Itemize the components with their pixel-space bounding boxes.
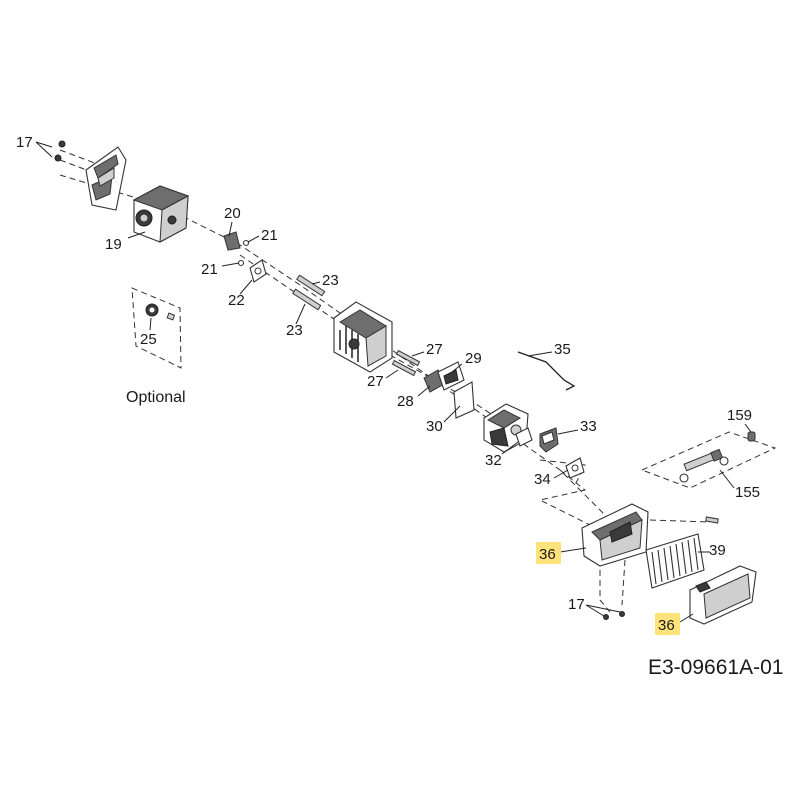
highlight-36-lower bbox=[655, 613, 680, 635]
part-19-muffler bbox=[132, 185, 190, 243]
part-20-bracket bbox=[223, 231, 241, 251]
part-21-nuts bbox=[237, 239, 250, 267]
callout-25: 25 bbox=[140, 331, 157, 348]
part-33-elbow bbox=[539, 427, 559, 453]
part-27-studs bbox=[391, 349, 421, 377]
part-22-gasket bbox=[249, 259, 267, 283]
callout-32: 32 bbox=[485, 452, 502, 469]
optional-label: Optional bbox=[126, 389, 186, 406]
part-36-air-filter-cover bbox=[689, 565, 757, 625]
part-carburetor bbox=[483, 403, 529, 453]
part-32-gasket bbox=[515, 427, 533, 447]
callout-29: 29 bbox=[465, 350, 482, 367]
optional-part-box bbox=[131, 287, 182, 369]
callout-19: 19 bbox=[105, 236, 122, 253]
diagram-id: E3-09661A-01 bbox=[648, 656, 783, 679]
part-17-screws-bottom bbox=[603, 611, 625, 620]
part-23-studs bbox=[292, 274, 326, 311]
callout-labels: 17 19 20 21 21 22 23 23 25 Optional 27 2… bbox=[16, 134, 760, 634]
part-25-seal bbox=[145, 303, 176, 321]
callout-155: 155 bbox=[735, 484, 760, 501]
part-17-screws-top bbox=[54, 140, 66, 162]
callout-36-upper: 36 bbox=[539, 546, 556, 563]
callout-35: 35 bbox=[554, 341, 571, 358]
callout-159: 159 bbox=[727, 407, 752, 424]
callout-23-upper: 23 bbox=[322, 272, 339, 289]
callout-33: 33 bbox=[580, 418, 597, 435]
callout-20: 20 bbox=[224, 205, 241, 222]
callout-21-upper: 21 bbox=[261, 227, 278, 244]
callout-34: 34 bbox=[534, 471, 551, 488]
callout-39: 39 bbox=[709, 542, 726, 559]
leader-lines bbox=[35, 141, 752, 623]
part-36-air-filter-base bbox=[581, 503, 719, 567]
part-heat-shield bbox=[85, 146, 127, 211]
callout-17-bottom: 17 bbox=[568, 596, 585, 613]
callout-22: 22 bbox=[228, 292, 245, 309]
callout-27-lower: 27 bbox=[367, 373, 384, 390]
callout-36-lower: 36 bbox=[658, 617, 675, 634]
kit-box-155 bbox=[640, 431, 777, 489]
callout-30: 30 bbox=[426, 418, 443, 435]
part-155-bolt bbox=[679, 448, 729, 483]
part-39-filter-element bbox=[645, 533, 705, 589]
callout-27-upper: 27 bbox=[426, 341, 443, 358]
part-cylinder-head bbox=[333, 301, 393, 373]
callout-17-top: 17 bbox=[16, 134, 33, 151]
callout-28: 28 bbox=[397, 393, 414, 410]
callout-23-lower: 23 bbox=[286, 322, 303, 339]
part-34-gasket bbox=[565, 457, 585, 479]
part-159-screw bbox=[747, 431, 756, 442]
highlight-36-upper bbox=[536, 542, 561, 564]
part-35-link-rod bbox=[517, 351, 576, 391]
part-30-heat-plate bbox=[453, 381, 475, 419]
callout-21-lower: 21 bbox=[201, 261, 218, 278]
